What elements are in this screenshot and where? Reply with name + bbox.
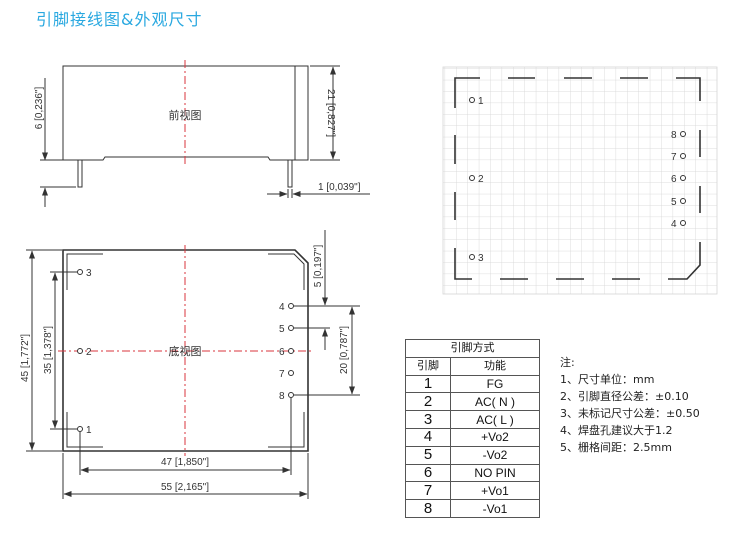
front-body-outline — [62, 65, 309, 161]
table-row: 8-Vo1 — [405, 499, 540, 518]
note-item: 4、焊盘孔建议大于1.2 — [560, 424, 673, 437]
notes-heading: 注: — [560, 356, 575, 369]
pin-hole — [680, 175, 686, 181]
grid-background — [442, 66, 718, 295]
drawing-label: 1 — [86, 425, 92, 436]
note-item: 5、栅格间距：2.5mm — [560, 441, 672, 454]
bottom-body-outline — [62, 249, 309, 452]
drawing-label: 1 — [478, 96, 484, 107]
pin-8 — [288, 392, 294, 398]
table-row: 7+Vo1 — [405, 481, 540, 501]
drawing-label: 7 — [279, 369, 285, 380]
pin-3 — [77, 269, 83, 275]
drawing-label: 3 — [478, 253, 484, 264]
pin-hole — [680, 198, 686, 204]
front-view-label: 前视图 — [169, 108, 202, 122]
pcb-grid-view: 1 2 3 8 7 6 5 4 — [442, 66, 718, 295]
pin-hole — [469, 175, 475, 181]
pin-hole — [680, 220, 686, 226]
dim-width: 55 [2,165"] — [161, 482, 209, 493]
table-row: 4+Vo2 — [405, 427, 540, 447]
table-title: 引脚方式 — [405, 339, 540, 358]
bottom-view: 底视图 3 2 1 4 5 6 7 8 45 [1,772"] 35 [1,37… — [20, 230, 360, 499]
drawing-label: 5 — [279, 324, 285, 335]
drawing-label: 2 — [86, 347, 92, 358]
dim-pin-span-left: 35 [1,378"] — [43, 326, 54, 374]
pin-hole — [469, 254, 475, 260]
dim-pin-length: 6 [0,236"] — [34, 87, 45, 130]
dim-front-height: 21 [0,827"] — [325, 89, 336, 137]
pin-2 — [77, 348, 83, 354]
drawing-label: 6 — [671, 174, 677, 185]
front-view: 前视图 6 [0,236"] 21 [0,827"] 1 [0,039"] — [34, 60, 370, 207]
bottom-view-label: 底视图 — [169, 344, 202, 358]
column-header-pin: 引脚 — [405, 356, 451, 376]
drawing-label: 5 — [671, 197, 677, 208]
pin-1 — [77, 426, 83, 432]
dim-top-offset: 5 [0,197"] — [313, 245, 324, 288]
table-row: 5-Vo2 — [405, 445, 540, 465]
drawing-label: 4 — [671, 219, 677, 230]
pin-hole — [469, 97, 475, 103]
drawing-label: 3 — [86, 268, 92, 279]
note-item: 1、尺寸单位：mm — [560, 373, 655, 386]
pin-hole — [680, 153, 686, 159]
front-pin-right — [287, 159, 293, 188]
dim-bottom-height: 45 [1,772"] — [20, 334, 31, 382]
pin-5 — [288, 325, 294, 331]
notes: 注: 1、尺寸单位：mm 2、引脚直径公差：±0.10 3、未标记尺寸公差：±0… — [560, 354, 700, 456]
note-item: 2、引脚直径公差：±0.10 — [560, 390, 689, 403]
dim-pin-diameter: 1 [0,039"] — [318, 182, 361, 193]
pin-7 — [288, 370, 294, 376]
drawing-label: 4 — [279, 302, 285, 313]
page-title: 引脚接线图&外观尺寸 — [36, 10, 203, 29]
dim-pin-span-right: 20 [0,787"] — [339, 326, 350, 374]
dim-pin-span-x: 47 [1,850"] — [161, 457, 209, 468]
drawing-label: 7 — [671, 152, 677, 163]
drawing-label: 2 — [478, 174, 484, 185]
pin-6 — [288, 348, 294, 354]
front-pin-left — [77, 159, 83, 188]
pin-hole — [680, 131, 686, 137]
column-header-function: 功能 — [450, 356, 540, 376]
note-item: 3、未标记尺寸公差：±0.50 — [560, 407, 700, 420]
drawing-label: 8 — [671, 130, 677, 141]
pcb-outline-dashed — [454, 77, 701, 280]
drawing-label: 6 — [279, 347, 285, 358]
pin-4 — [288, 303, 294, 309]
drawing-label: 8 — [279, 391, 285, 402]
